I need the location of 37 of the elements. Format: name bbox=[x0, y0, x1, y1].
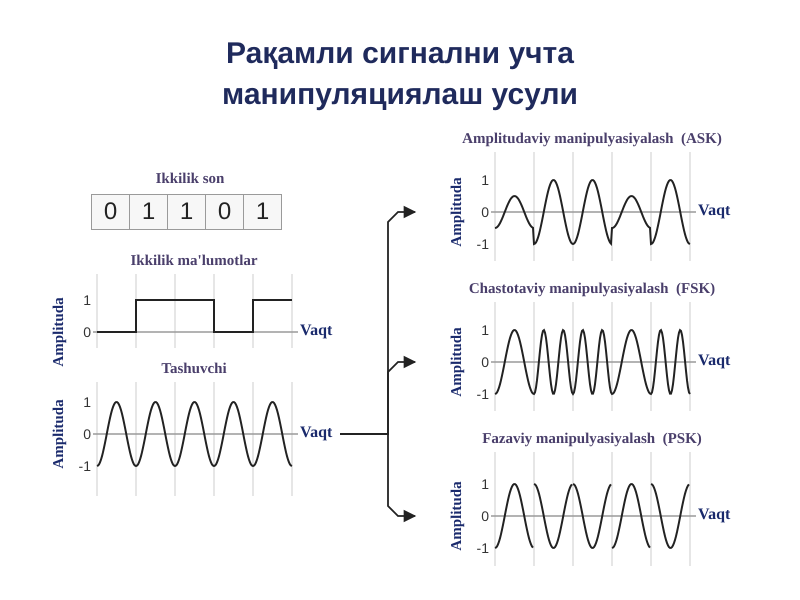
tick-label: 1 bbox=[82, 395, 91, 409]
axis-label: Amplituda bbox=[448, 481, 466, 551]
axis-label: Vaqt bbox=[698, 507, 730, 523]
arrow bbox=[340, 433, 416, 522]
bit-cell: 1 bbox=[167, 194, 206, 230]
bit-cell: 1 bbox=[129, 194, 168, 230]
plot-title: Fazaviy manipulyasiyalash (PSK) bbox=[482, 430, 702, 449]
tick-label: -1 bbox=[476, 387, 489, 401]
plot-title: Amplitudaviy manipulyasiyalash (ASK) bbox=[462, 130, 722, 149]
axis-label: Amplituda bbox=[448, 327, 466, 397]
tick-label: -1 bbox=[476, 541, 489, 555]
tick-label: -1 bbox=[476, 237, 489, 251]
axis-label: Vaqt bbox=[698, 353, 730, 369]
title: Рақамли сигнални учта манипуляциялаш усули bbox=[221, 36, 579, 112]
tick-label: 0 bbox=[82, 325, 91, 339]
sequence-title: Ikkilik son bbox=[154, 170, 226, 189]
axis-label: Amplituda bbox=[50, 399, 68, 469]
plot-title: Ikkilik ma'lumotlar bbox=[130, 252, 258, 271]
tick-label: 0 bbox=[82, 427, 91, 441]
tick-label: 0 bbox=[480, 509, 489, 523]
bit-cell: 1 bbox=[243, 194, 282, 230]
axis-label: Amplituda bbox=[448, 177, 466, 247]
bit-cell: 0 bbox=[91, 194, 130, 230]
tick-label: 1 bbox=[82, 293, 91, 307]
tick-label: -1 bbox=[78, 459, 91, 473]
plot-title: Tashuvchi bbox=[161, 360, 227, 379]
axis-label: Amplituda bbox=[50, 297, 68, 367]
bit-cell: 0 bbox=[205, 194, 244, 230]
plot-title: Chastotaviy manipulyasiyalash (FSK) bbox=[468, 280, 716, 299]
tick-label: 1 bbox=[480, 173, 489, 187]
tick-label: 1 bbox=[480, 323, 489, 337]
axis-label: Vaqt bbox=[300, 323, 332, 339]
tick-label: 1 bbox=[480, 477, 489, 491]
axis-label: Vaqt bbox=[300, 425, 332, 441]
tick-label: 0 bbox=[480, 355, 489, 369]
axis-label: Vaqt bbox=[698, 203, 730, 219]
tick-label: 0 bbox=[480, 205, 489, 219]
